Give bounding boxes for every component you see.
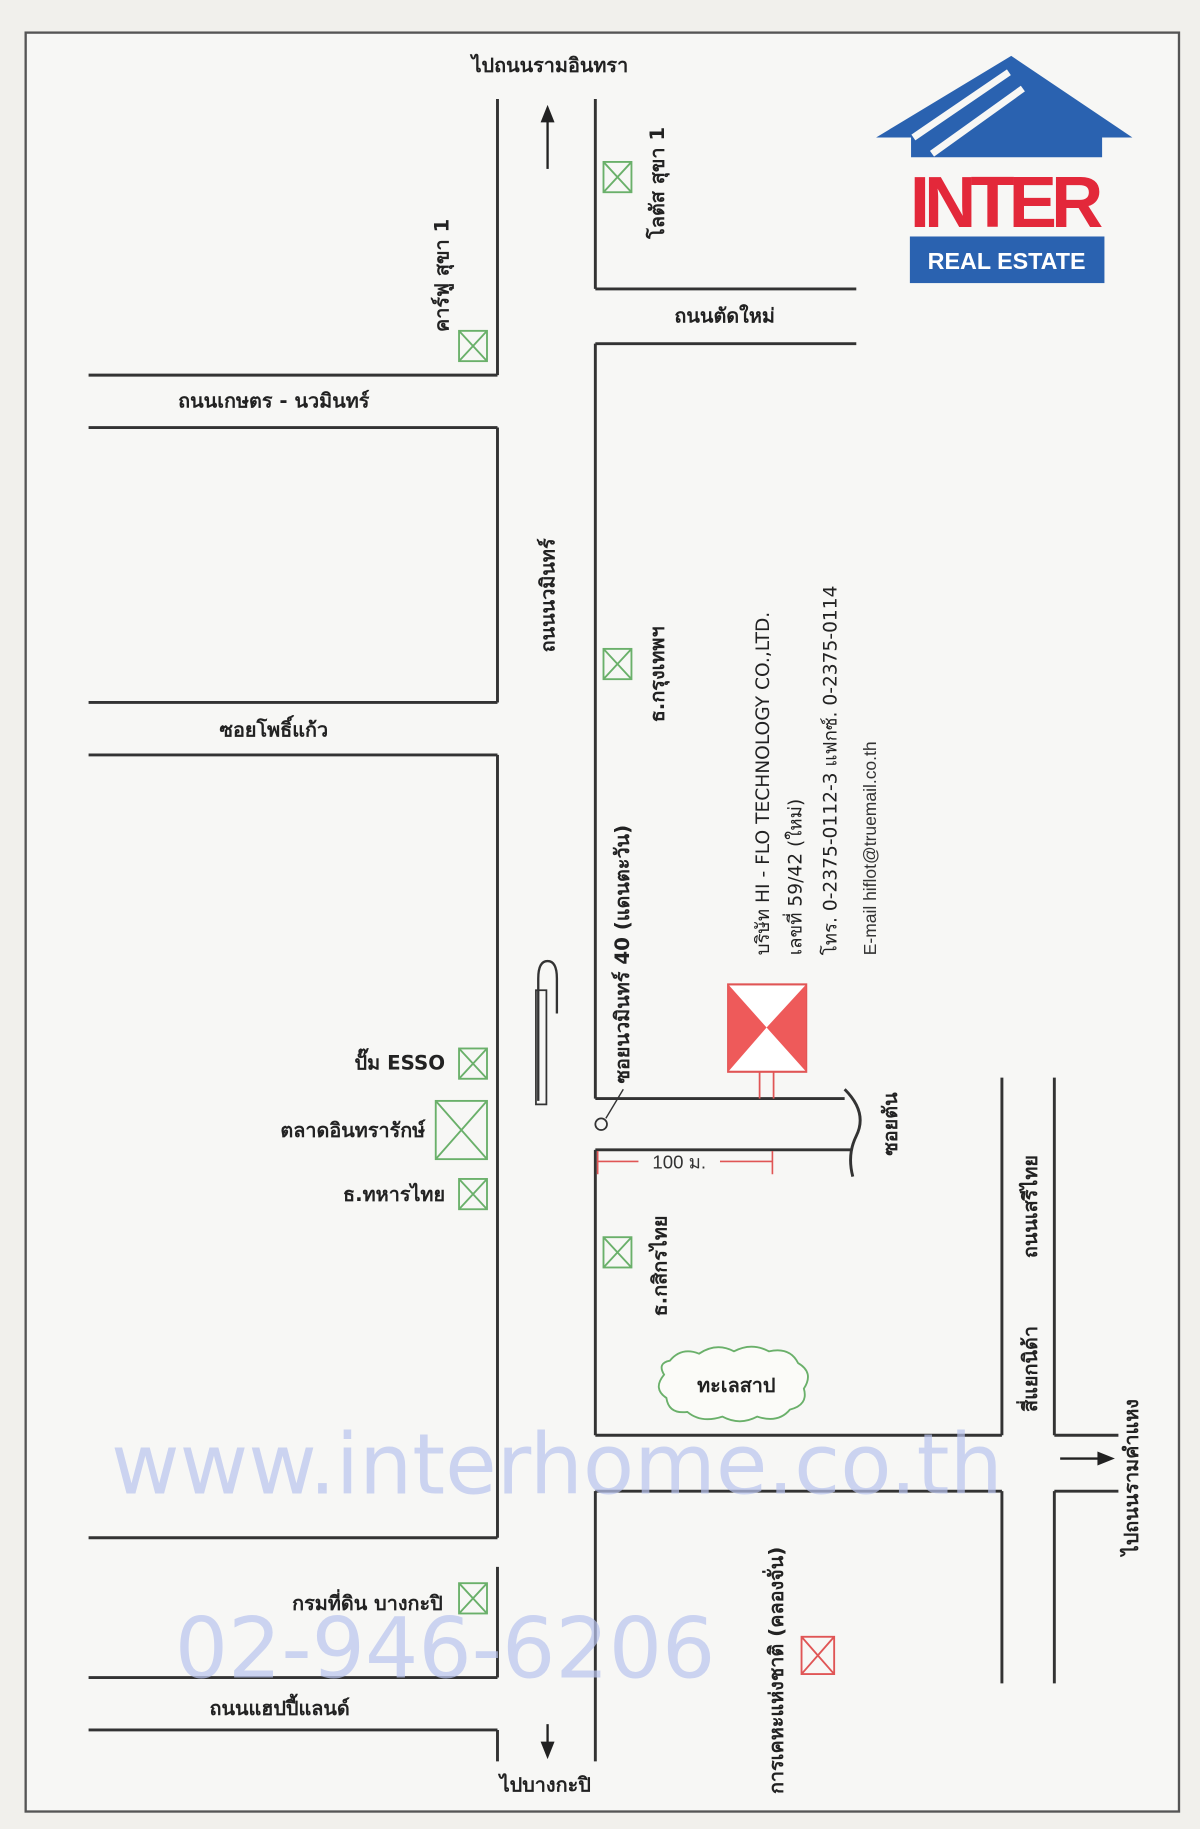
label-kaset-nawamin: ถนนเกษตร - นวมินทร์	[178, 390, 370, 413]
label-seri-thai: ถนนเสรีไทย	[1018, 1155, 1042, 1258]
land-dept-marker	[458, 1582, 488, 1615]
label-distance: 100 ม.	[652, 1151, 706, 1172]
company-email: E-mail hiflot@truemail.co.th	[860, 741, 880, 955]
label-carrefour: คาร์ฟู สุขา 1	[431, 219, 456, 332]
label-market: ตลาดอินทรารักษ์	[280, 1119, 425, 1142]
lotus-marker	[602, 160, 633, 194]
label-to-ram-intra: ไปถนนรามอินทรา	[470, 53, 629, 77]
watermark-phone: 02-946-6206	[175, 1600, 716, 1698]
arrow-right-icon	[1097, 1451, 1115, 1466]
label-nida: สี่แยกนิด้า	[1015, 1326, 1042, 1412]
label-lotus: โลตัส สุขา 1	[645, 127, 670, 240]
lake-shape	[657, 1345, 809, 1423]
kasikorn-marker	[602, 1236, 633, 1269]
label-soi-nawamin-40: ซอยนวมินทร์ 40 (แดนตะวัน)	[611, 825, 634, 1084]
label-nawamin: ถนนนวมินทร์	[537, 538, 560, 652]
roads	[88, 99, 1119, 1762]
logo-brand: INTER	[910, 163, 1103, 243]
label-soi-tan: ซอยตัน	[879, 1092, 902, 1156]
soi-entrance-icon	[594, 1117, 608, 1131]
label-to-ramkhamhaeng: ไปถนนรามคำแหง	[1119, 1399, 1143, 1557]
company-address: เลขที่ 59/42 (ใหม่)	[783, 799, 807, 956]
tmb-marker	[458, 1178, 488, 1211]
label-kasikorn: ธ.กสิกรไทย	[647, 1216, 671, 1317]
arrow-up-icon	[540, 104, 555, 123]
watermark-url: www.interhome.co.th	[111, 1415, 1003, 1513]
watermark: www.interhome.co.th 02-946-6206	[111, 1415, 1003, 1697]
logo-sub: REAL ESTATE	[928, 248, 1086, 274]
company-building-marker	[727, 983, 808, 1099]
esso-marker	[458, 1047, 488, 1080]
housing-marker	[800, 1635, 836, 1675]
market-marker	[434, 1099, 488, 1161]
landmarks	[434, 160, 836, 1675]
label-lake: ทะเลสาป	[697, 1374, 775, 1397]
carrefour-marker	[458, 329, 488, 363]
label-tmb: ธ.ทหารไทย	[343, 1182, 445, 1206]
label-to-bangkapi: ไปบางกะปิ	[498, 1773, 591, 1797]
map-labels: ไปถนนรามอินทรา คาร์ฟู สุขา 1 โลตัส สุขา …	[178, 53, 1143, 1796]
label-housing: การเคหะแห่งชาติ (คลองจั่น)	[761, 1547, 788, 1794]
label-land-dept: กรมที่ดิน บางกะปิ	[292, 1588, 443, 1615]
label-happy-land: ถนนแฮปปี้แลนด์	[209, 1693, 349, 1720]
label-bangkok-bank: ธ.กรุงเทพฯ	[646, 626, 670, 722]
label-tat-mai: ถนนตัดใหม่	[674, 304, 775, 328]
company-info: บริษัท HI - FLO TECHNOLOGY CO.,LTD. เลขท…	[753, 586, 880, 956]
house-roof-icon	[876, 55, 1133, 158]
bangkok-bank-marker	[602, 647, 633, 681]
arrow-down-icon	[540, 1741, 555, 1760]
distance-marker	[596, 1150, 774, 1175]
company-phone: โทร. 0-2375-0112-3 แฟกซ์. 0-2375-0114	[819, 586, 841, 956]
label-esso: ปั๊ม ESSO	[355, 1047, 446, 1074]
label-soi-pho-kaew: ซอยโพธิ์แก้ว	[220, 714, 329, 741]
inter-logo: INTER REAL ESTATE	[876, 55, 1133, 284]
map-border	[24, 31, 1181, 1813]
company-name: บริษัท HI - FLO TECHNOLOGY CO.,LTD.	[753, 612, 774, 956]
arrows	[540, 104, 1115, 1760]
